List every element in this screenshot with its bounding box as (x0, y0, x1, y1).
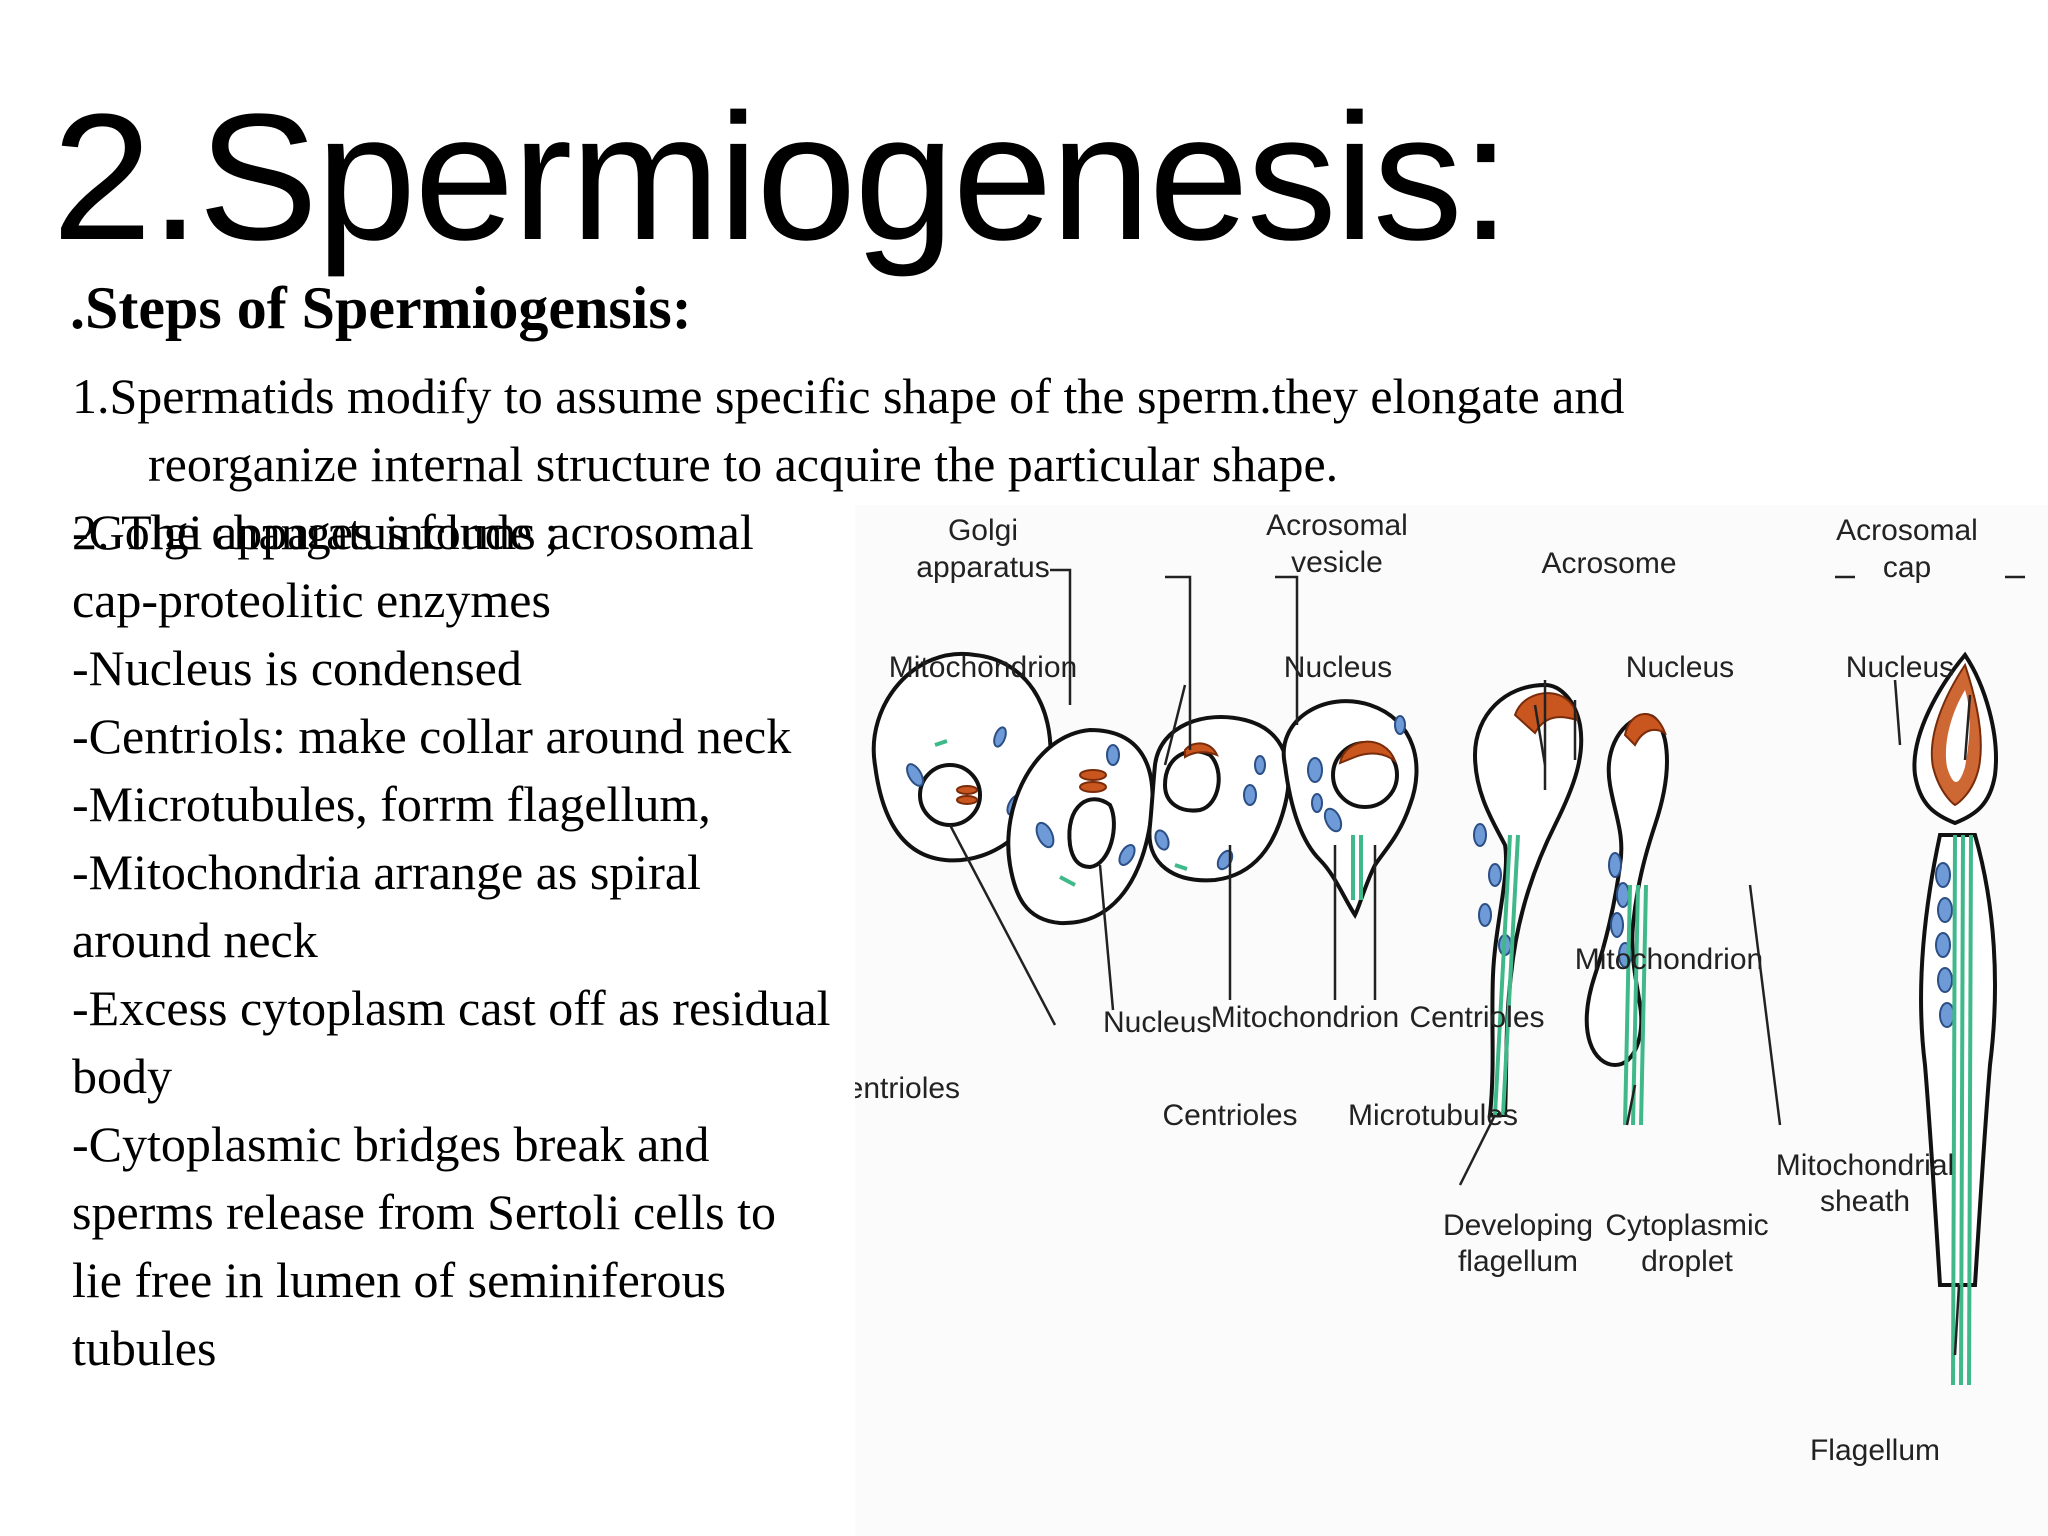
spermiogenesis-diagram: Golgi apparatus Mitochondrion Nucleus Ce… (855, 505, 2048, 1536)
leader-lines (948, 568, 2025, 1356)
change-line: -Microtubules, forrm flagellum, (72, 776, 711, 832)
diagram-labels: Golgi apparatus Mitochondrion Nucleus Ce… (855, 509, 1978, 1467)
stage-3-cells (1472, 682, 1669, 1126)
label-nucleus-1: Nucleus (1103, 1006, 1211, 1039)
stage-1-cells (871, 651, 1155, 926)
change-line: -Golgi apparatus forms acrosomal (72, 504, 754, 560)
label-acrosomal-cap-line2: cap (1883, 551, 1931, 584)
change-line: -Mitochondria arrange as spiral (72, 844, 701, 900)
stage-4-cell (1912, 651, 1998, 1386)
change-line: -Cytoplasmic bridges break and (72, 1116, 710, 1172)
change-line: tubules (72, 1320, 217, 1376)
label-acrosome: Acrosome (1541, 547, 1676, 580)
label-centrioles-3: Centrioles (1162, 1099, 1297, 1132)
label-flagellum: Flagellum (1810, 1434, 1940, 1467)
label-developing-flagellum-line1: Developing (1443, 1209, 1593, 1242)
label-acrosomal-cap-line1: Acrosomal (1836, 514, 1978, 547)
change-line: sperms release from Sertoli cells to (72, 1184, 776, 1240)
diagram-svg: Golgi apparatus Mitochondrion Nucleus Ce… (855, 505, 2048, 1536)
label-mitochondrial-sheath-line1: Mitochondrial (1776, 1149, 1954, 1182)
label-nucleus-2: Nucleus (1284, 651, 1392, 684)
change-line: cap-proteolitic enzymes (72, 572, 551, 628)
change-line: -Centriols: make collar around neck (72, 708, 792, 764)
label-cytoplasmic-droplet-line1: Cytoplasmic (1605, 1209, 1768, 1242)
label-cytoplasmic-droplet-line2: droplet (1641, 1245, 1733, 1278)
label-acrosomal-vesicle-line1: Acrosomal (1266, 509, 1408, 542)
slide-title: 2.Spermiogenesis: (52, 77, 1511, 278)
label-centrioles-1: Centrioles (855, 1072, 960, 1105)
change-line: around neck (72, 912, 318, 968)
change-line: lie free in lumen of seminiferous (72, 1252, 726, 1308)
step-1-line-1: 1.Spermatids modify to assume specific s… (72, 368, 1625, 424)
label-mitochondrial-sheath-line2: sheath (1820, 1185, 1910, 1218)
label-centrioles-2: Centrioles (1409, 1001, 1544, 1034)
step-1: 1.Spermatids modify to assume specific s… (72, 362, 1972, 566)
label-golgi-line1: Golgi (948, 514, 1018, 547)
label-nucleus-3: Nucleus (1626, 651, 1734, 684)
step-1-line-2: reorganize internal structure to acquire… (148, 436, 1339, 492)
stage-2-cells (1147, 699, 1419, 919)
label-mitochondrion-3: Mitochondrion (1575, 943, 1763, 976)
change-line: -Nucleus is condensed (72, 640, 522, 696)
steps-heading: .Steps of Spermiogensis: (70, 275, 692, 341)
label-mitochondrion-1: Mitochondrion (889, 651, 1077, 684)
step-2-intro: 2. The changes include ; (72, 504, 559, 560)
label-nucleus-4: Nucleus (1846, 651, 1954, 684)
change-line: body (72, 1048, 172, 1104)
label-acrosomal-vesicle-line2: vesicle (1291, 546, 1383, 579)
label-mitochondrion-2: Mitochondrion (1211, 1001, 1399, 1034)
label-developing-flagellum-line2: flagellum (1458, 1245, 1578, 1278)
label-golgi-line2: apparatus (916, 551, 1049, 584)
changes-list: -Golgi apparatus forms acrosomal cap-pro… (72, 498, 852, 1468)
change-line: -Excess cytoplasm cast off as residual (72, 980, 831, 1036)
label-microtubules: Microtubules (1348, 1099, 1518, 1132)
